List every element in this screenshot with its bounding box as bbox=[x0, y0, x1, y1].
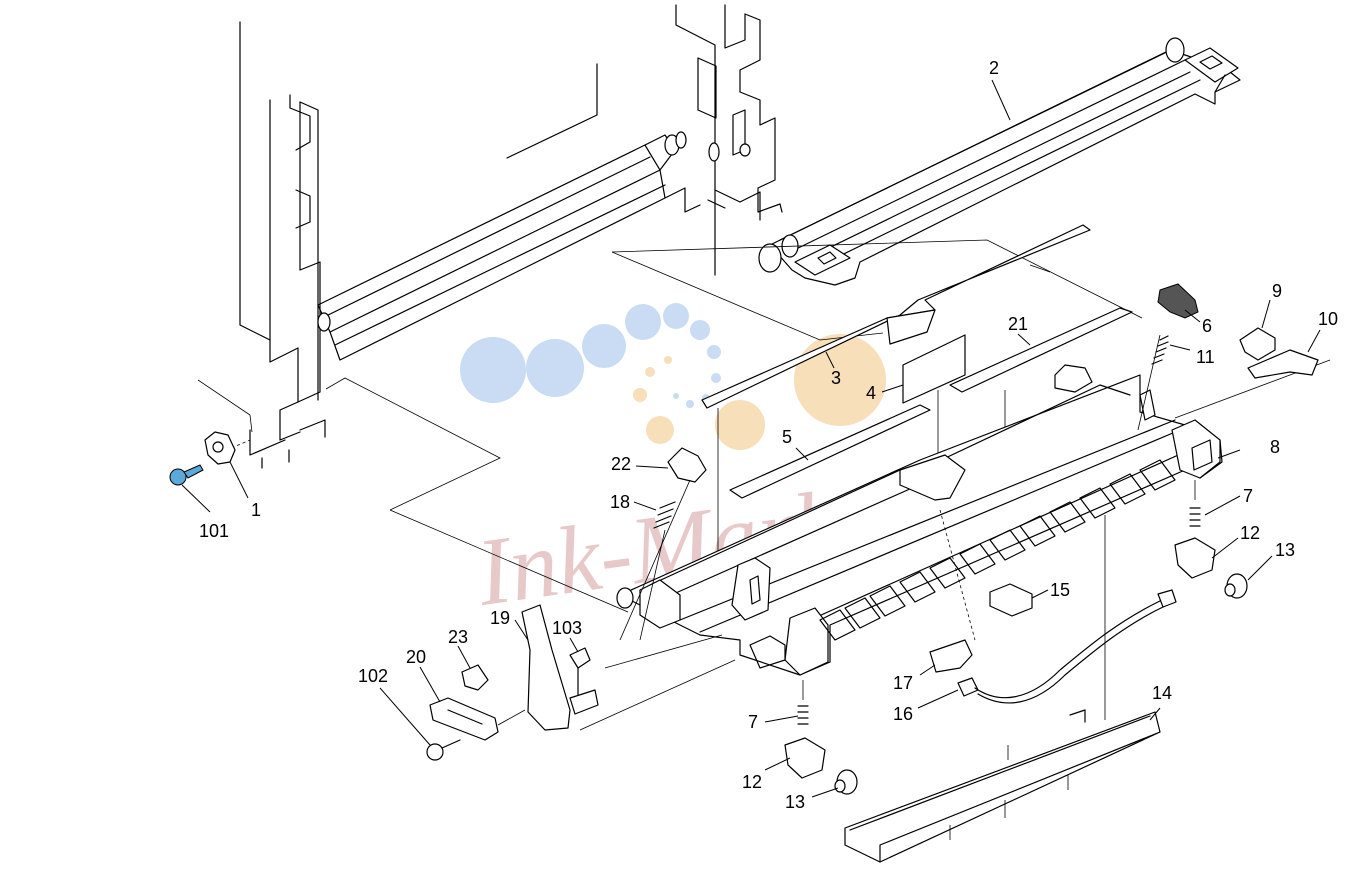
callout-14: 14 bbox=[1152, 683, 1172, 703]
part-12-bracket-upper bbox=[1174, 537, 1216, 579]
watermark-dot bbox=[664, 356, 672, 364]
callout-1: 1 bbox=[251, 500, 261, 520]
right-frame bbox=[675, 4, 783, 276]
watermark-dot bbox=[582, 324, 626, 368]
part-102-screw bbox=[426, 743, 444, 761]
watermark-dot bbox=[711, 373, 721, 383]
callout-13-lower: 13 bbox=[785, 792, 805, 812]
part-8-lower-guide bbox=[579, 359, 1331, 731]
callout-2: 2 bbox=[989, 58, 999, 78]
callout-103: 103 bbox=[552, 618, 582, 638]
callout-7-lower: 7 bbox=[748, 712, 758, 732]
part-9-clip bbox=[1239, 327, 1276, 361]
left-frame bbox=[197, 21, 326, 469]
callout-15: 15 bbox=[1050, 580, 1070, 600]
watermark-dot bbox=[673, 393, 679, 399]
part-20-link bbox=[429, 697, 499, 741]
part-22-holder bbox=[667, 447, 707, 483]
callout-labels: 1 101 2 3 4 5 6 7 7 8 9 10 11 12 12 13 1… bbox=[199, 58, 1338, 812]
watermark-dot bbox=[686, 400, 694, 408]
callout-6: 6 bbox=[1202, 316, 1212, 336]
watermark-dot bbox=[460, 337, 526, 403]
callout-10: 10 bbox=[1318, 309, 1338, 329]
callout-4: 4 bbox=[866, 383, 876, 403]
callout-5: 5 bbox=[782, 427, 792, 447]
callout-23: 23 bbox=[448, 627, 468, 647]
watermark-dot bbox=[645, 367, 655, 377]
watermark-dot bbox=[715, 400, 765, 450]
part-19-lever bbox=[521, 604, 571, 731]
callout-11: 11 bbox=[1196, 347, 1215, 367]
callout-13-upper: 13 bbox=[1275, 540, 1295, 560]
watermark-dot bbox=[646, 416, 674, 444]
part-103-screw bbox=[569, 647, 591, 669]
callout-102: 102 bbox=[358, 666, 388, 686]
callout-101: 101 bbox=[199, 521, 229, 541]
watermark-dot bbox=[794, 334, 886, 426]
part-15-block bbox=[989, 583, 1033, 617]
part-12-bracket-lower bbox=[784, 737, 826, 779]
callout-17: 17 bbox=[893, 673, 913, 693]
part-6-bracket bbox=[1157, 283, 1199, 319]
guide-plates bbox=[325, 224, 1143, 615]
callout-leaders bbox=[181, 79, 1321, 798]
callout-7-upper: 7 bbox=[1243, 486, 1253, 506]
part-16-harness bbox=[974, 599, 1163, 699]
callout-20: 20 bbox=[406, 647, 426, 667]
watermark-dot bbox=[663, 303, 689, 329]
part-14-cover bbox=[844, 709, 1161, 863]
watermark-dot bbox=[526, 339, 584, 397]
callout-18: 18 bbox=[610, 492, 630, 512]
part-16-connector bbox=[957, 677, 979, 697]
part-10-plate bbox=[1247, 349, 1319, 379]
watermark-dot bbox=[690, 320, 710, 340]
callout-9: 9 bbox=[1272, 281, 1282, 301]
part-7-spring-lower bbox=[797, 705, 809, 725]
part-18-spring bbox=[653, 501, 676, 529]
callout-21: 21 bbox=[1008, 314, 1028, 334]
rear-roller bbox=[317, 63, 701, 361]
callout-3: 3 bbox=[831, 368, 841, 388]
callout-8: 8 bbox=[1270, 437, 1280, 457]
callout-12-lower: 12 bbox=[742, 772, 762, 792]
part-17-sensor bbox=[929, 639, 973, 673]
small-parts bbox=[169, 283, 1319, 795]
guide-ribs bbox=[819, 459, 1176, 641]
callout-12-upper: 12 bbox=[1240, 523, 1260, 543]
watermark-dot bbox=[707, 345, 721, 359]
part-11-spring bbox=[1151, 335, 1169, 365]
callout-22: 22 bbox=[611, 454, 631, 474]
part-7-spring-upper bbox=[1189, 507, 1201, 527]
part-23-clip bbox=[461, 664, 489, 691]
watermark-dot bbox=[625, 304, 661, 340]
callout-16: 16 bbox=[893, 704, 913, 724]
watermark-dot bbox=[633, 388, 647, 402]
part-2-roller-unit bbox=[758, 37, 1241, 286]
part-101-screw bbox=[169, 464, 204, 486]
callout-19: 19 bbox=[490, 608, 510, 628]
